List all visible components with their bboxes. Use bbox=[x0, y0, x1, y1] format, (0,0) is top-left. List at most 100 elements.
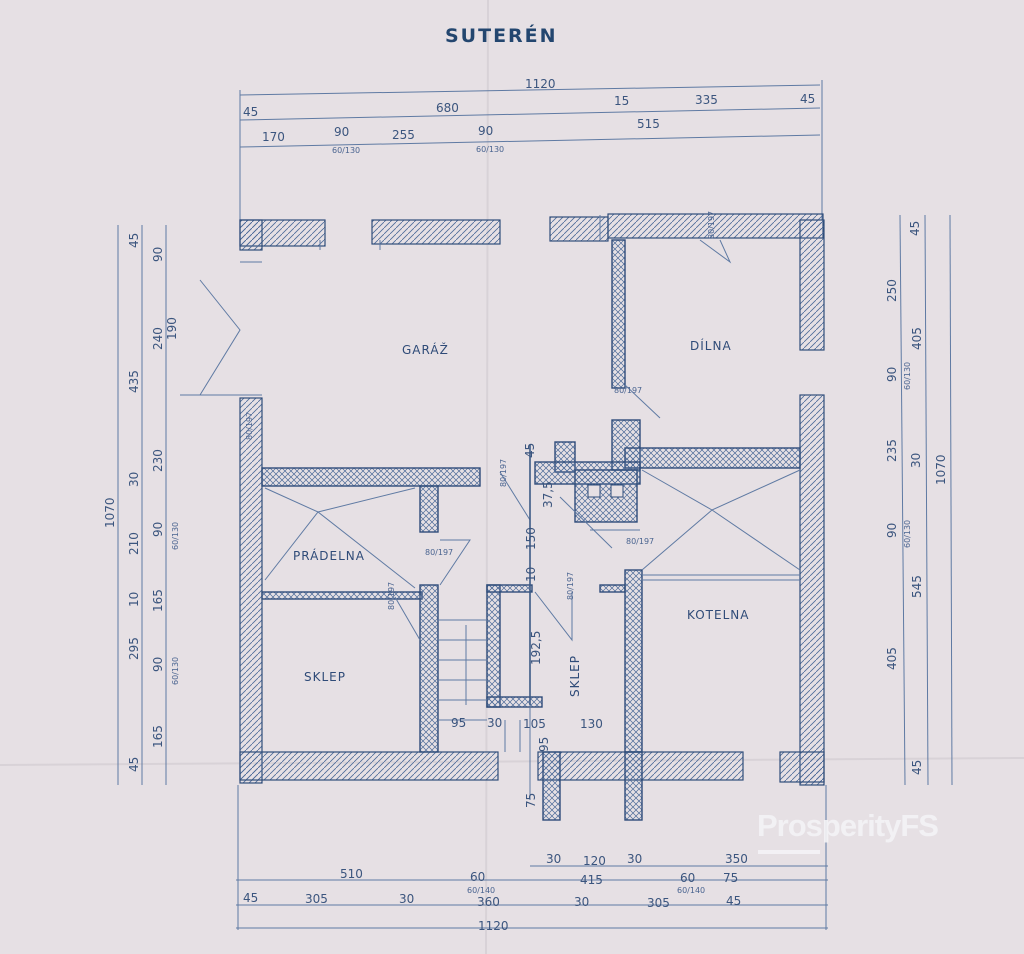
dim: 250 bbox=[885, 279, 899, 302]
dim: 435 bbox=[127, 370, 141, 393]
dim: 545 bbox=[910, 575, 924, 598]
dim: 95 bbox=[537, 737, 551, 752]
dim: 515 bbox=[637, 117, 660, 131]
dim: 1120 bbox=[525, 77, 556, 91]
watermark-text: ProsperityFS bbox=[757, 808, 938, 843]
dim: 37,5 bbox=[541, 481, 555, 508]
door-label: 80/197 bbox=[387, 582, 396, 610]
door-label: 80/197 bbox=[245, 412, 254, 440]
watermark-logo: ProsperityFS bbox=[757, 808, 939, 854]
dim: 30 bbox=[546, 852, 561, 866]
dim: 165 bbox=[151, 725, 165, 748]
room-pradelna: PRÁDELNA bbox=[293, 548, 365, 563]
top-dimensions: 1120 45 680 15 335 45 170 90 60/130 255 … bbox=[243, 77, 815, 155]
dim: 130 bbox=[580, 717, 603, 731]
dim: 90 bbox=[478, 124, 493, 138]
door-label: 80/197 bbox=[614, 386, 642, 395]
dim: 45 bbox=[800, 92, 815, 106]
dim: 45 bbox=[523, 443, 537, 458]
door-label: 80/197 bbox=[499, 459, 508, 487]
plan-title: SUTERÉN bbox=[445, 24, 558, 47]
dim: 60/130 bbox=[171, 657, 180, 685]
dim: 235 bbox=[885, 439, 899, 462]
dim: 90 bbox=[885, 367, 899, 382]
interior-dimensions: 45 37,5 150 10 192,5 95 30 105 130 95 75 bbox=[451, 443, 603, 808]
dim: 680 bbox=[436, 101, 459, 115]
dim: 335 bbox=[695, 93, 718, 107]
dim: 45 bbox=[726, 894, 741, 908]
dim: 60 bbox=[680, 871, 695, 885]
dim: 170 bbox=[262, 130, 285, 144]
dim: 360 bbox=[477, 895, 500, 909]
dim: 90 bbox=[334, 125, 349, 139]
walls bbox=[239, 213, 825, 821]
dim: 350 bbox=[725, 852, 748, 866]
door-label: 80/197 bbox=[626, 537, 654, 546]
dim: 1120 bbox=[478, 919, 509, 933]
dim: 230 bbox=[151, 449, 165, 472]
room-labels: GARÁŽ DÍLNA PRÁDELNA SKLEP SKLEP KOTELNA bbox=[293, 338, 749, 697]
dim: 150 bbox=[524, 527, 538, 550]
dim: 30 bbox=[574, 895, 589, 909]
door-label: 80/197 bbox=[566, 572, 575, 600]
dim: 415 bbox=[580, 873, 603, 887]
dim: 45 bbox=[127, 233, 141, 248]
dimension-lines bbox=[117, 80, 953, 930]
dim: 165 bbox=[151, 589, 165, 612]
dim: 60/140 bbox=[677, 886, 705, 895]
dim: 90 bbox=[151, 247, 165, 262]
door-label: 80/197 bbox=[707, 211, 716, 239]
dim: 30 bbox=[627, 852, 642, 866]
dim: 45 bbox=[243, 891, 258, 905]
dim: 405 bbox=[910, 327, 924, 350]
dim: 60/130 bbox=[171, 522, 180, 550]
dim: 240 bbox=[151, 327, 165, 350]
dim: 30 bbox=[127, 472, 141, 487]
dim: 60/130 bbox=[903, 362, 912, 390]
dim: 30 bbox=[399, 892, 414, 906]
bottom-dimensions: 30 120 30 350 510 60 60/140 415 60 60/14… bbox=[243, 852, 748, 933]
door-swings bbox=[180, 215, 801, 800]
dim: 210 bbox=[127, 532, 141, 555]
dim: 10 bbox=[524, 567, 538, 582]
dim: 405 bbox=[885, 647, 899, 670]
dim: 192,5 bbox=[529, 631, 543, 665]
dim: 60/130 bbox=[476, 145, 504, 154]
dim: 60/130 bbox=[332, 146, 360, 155]
dim: 75 bbox=[524, 793, 538, 808]
dim: 45 bbox=[127, 757, 141, 772]
dim: 45 bbox=[908, 221, 922, 236]
room-sklep: SKLEP bbox=[304, 670, 346, 684]
dim: 1070 bbox=[934, 454, 948, 485]
dim: 45 bbox=[910, 760, 924, 775]
dim: 305 bbox=[305, 892, 328, 906]
dim: 90 bbox=[885, 523, 899, 538]
dim: 15 bbox=[614, 94, 629, 108]
dim: 510 bbox=[340, 867, 363, 881]
dim: 190 bbox=[165, 317, 179, 340]
dim: 90 bbox=[151, 522, 165, 537]
room-sklep-2: SKLEP bbox=[568, 655, 582, 697]
dim: 30 bbox=[487, 716, 502, 730]
dim: 305 bbox=[647, 896, 670, 910]
dim: 1070 bbox=[103, 497, 117, 528]
dim: 30 bbox=[909, 453, 923, 468]
dim: 60 bbox=[470, 870, 485, 884]
dim: 295 bbox=[127, 637, 141, 660]
room-dilna: DÍLNA bbox=[690, 338, 732, 353]
door-labels: 80/197 80/197 80/197 80/197 80/197 80/19… bbox=[245, 211, 716, 610]
dim: 60/130 bbox=[903, 520, 912, 548]
dim: 60/140 bbox=[467, 886, 495, 895]
left-dimensions: 1070 45 435 30 210 10 295 45 90 240 190 … bbox=[103, 233, 180, 772]
dim: 10 bbox=[127, 592, 141, 607]
right-dimensions: 45 250 405 90 60/130 235 30 1070 90 60/1… bbox=[885, 221, 948, 775]
door-label: 80/197 bbox=[425, 548, 453, 557]
dim: 120 bbox=[583, 854, 606, 868]
dim: 105 bbox=[523, 717, 546, 731]
dim: 90 bbox=[151, 657, 165, 672]
dim: 75 bbox=[723, 871, 738, 885]
dim: 45 bbox=[243, 105, 258, 119]
room-kotelna: KOTELNA bbox=[687, 608, 749, 622]
